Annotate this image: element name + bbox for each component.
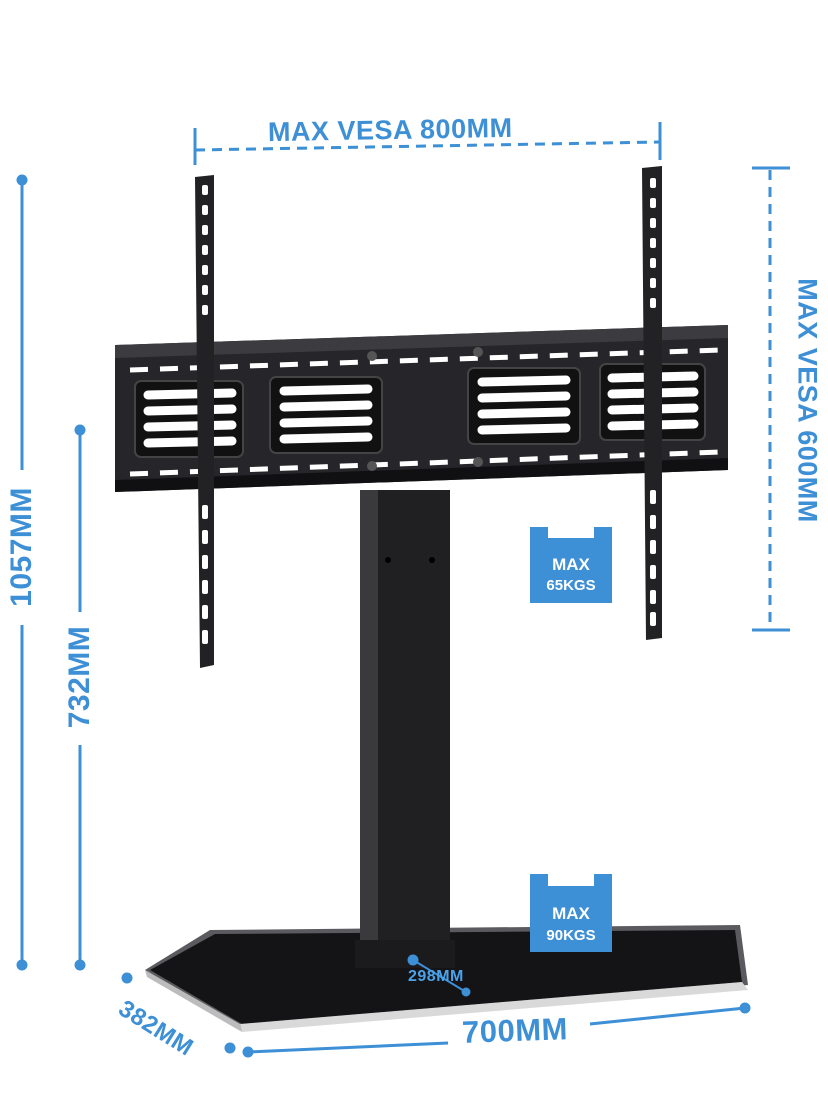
base-load-badge-line1: MAX <box>552 904 590 923</box>
mount-load-badge-line2: 65KGS <box>546 577 596 594</box>
mount-load-badge-line1: MAX <box>552 555 590 574</box>
pole <box>355 490 455 968</box>
badge-shape-mount <box>530 527 612 603</box>
vesa-width-label: MAX VESA 800MM <box>267 112 513 148</box>
total-height-label: 1057MM <box>5 487 38 607</box>
vesa-height-label: MAX VESA 600MM <box>792 278 823 523</box>
base-load-badge: MAX 90KGS <box>530 874 612 952</box>
mount-load-badge: MAX 65KGS <box>530 527 612 605</box>
base-load-badge-line2: 90KGS <box>546 927 596 944</box>
mount-plate <box>115 325 728 492</box>
pole-offset-marker <box>407 954 471 997</box>
base-width-label: 700MM <box>461 1011 569 1050</box>
badge-shape-base <box>530 874 612 952</box>
pole-offset-label: 298MM <box>408 968 464 985</box>
dimension-lines <box>16 122 790 1058</box>
pole-height-label: 732MM <box>63 625 96 729</box>
vertical-arms <box>195 166 662 668</box>
